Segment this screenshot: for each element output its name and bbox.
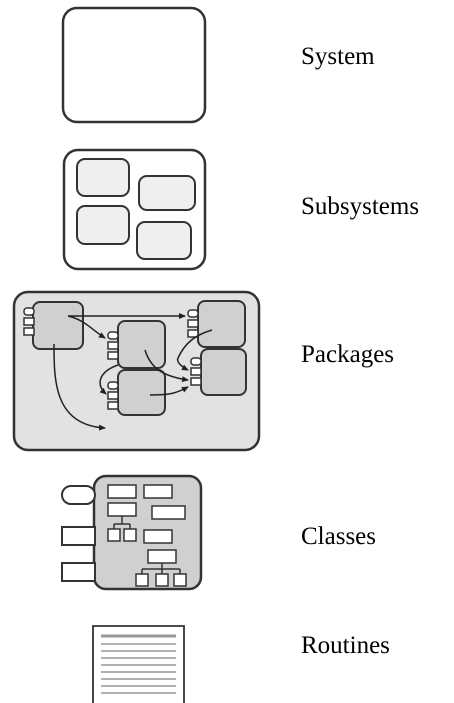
packages-icon (12, 290, 261, 452)
label-system: System (301, 43, 375, 70)
system-box-icon (61, 6, 207, 124)
classes-icon (61, 474, 203, 591)
label-routines: Routines (301, 632, 390, 659)
subsystems-icon (62, 148, 207, 271)
routine-document-icon (92, 625, 185, 703)
label-subsystems: Subsystems (301, 193, 420, 220)
label-packages: Packages (301, 341, 395, 368)
label-classes: Classes (301, 523, 376, 550)
